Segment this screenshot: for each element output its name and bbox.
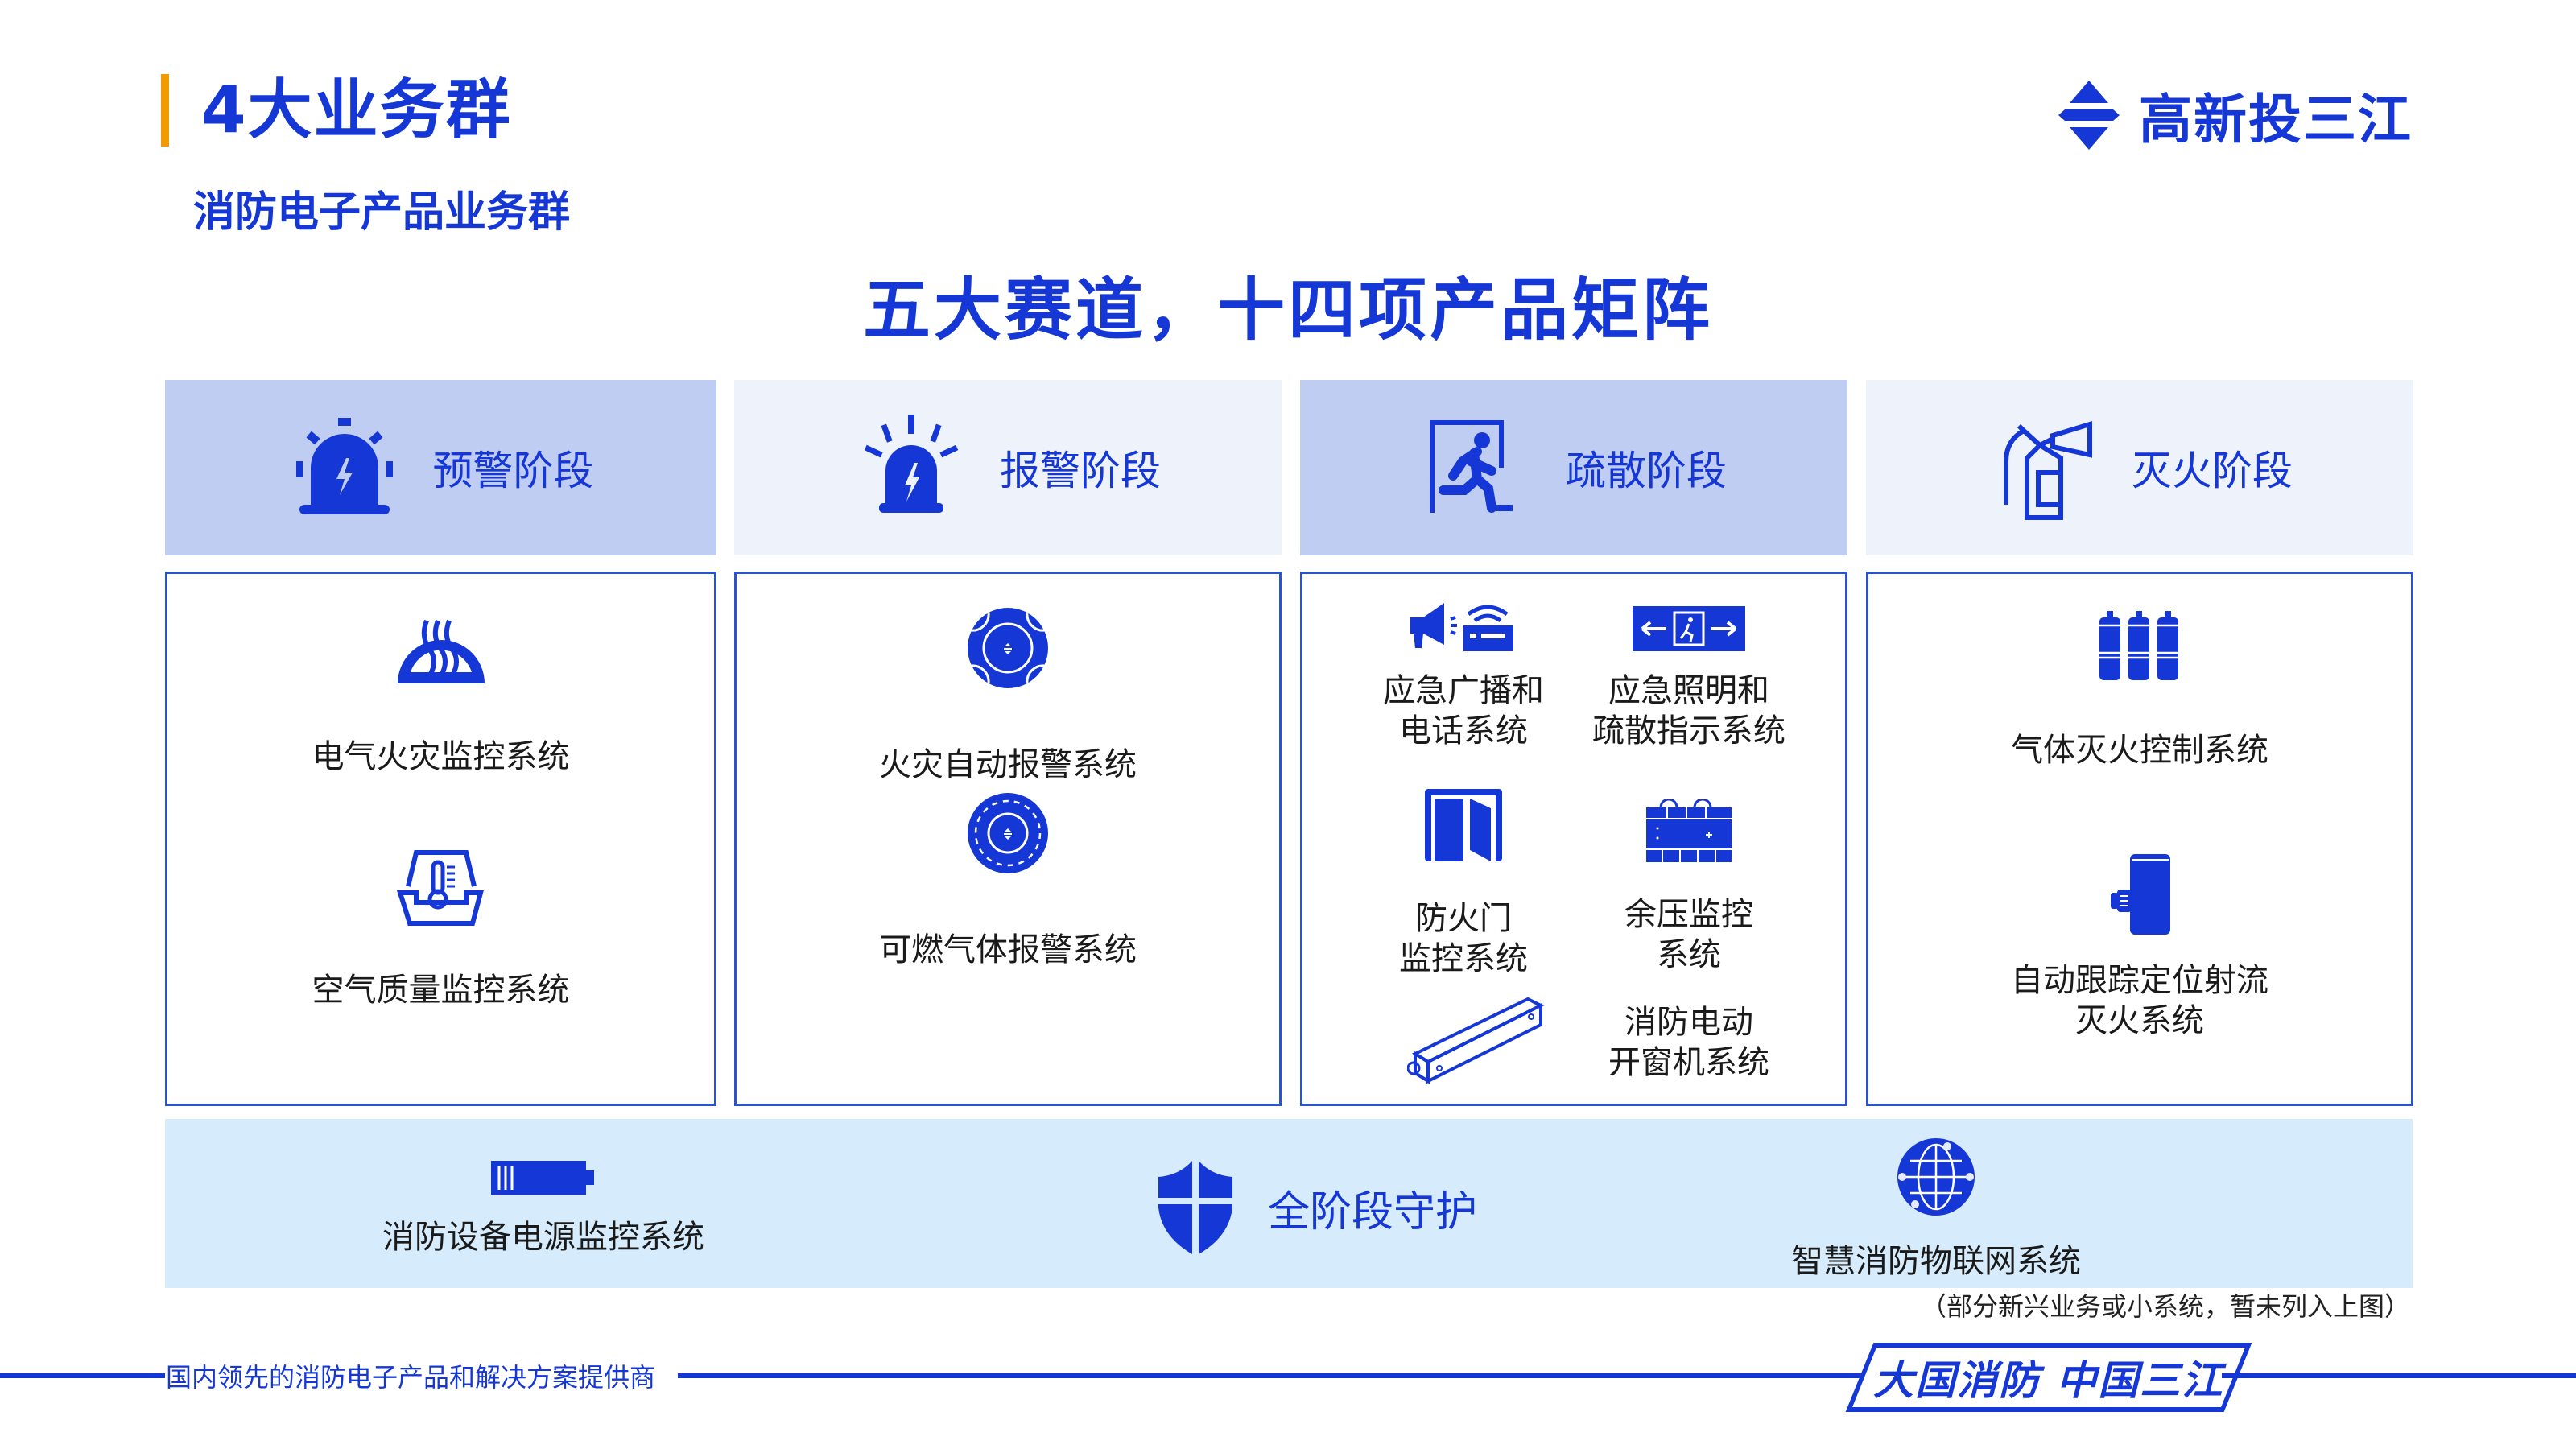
water-cannon-icon <box>2111 854 2170 935</box>
window-actuator-icon <box>1407 997 1545 1084</box>
warning-beacon-icon <box>295 418 393 514</box>
alarm-beacon-icon <box>864 415 959 513</box>
stage-label: 疏散阶段 <box>1566 448 1727 494</box>
product-name: 空气质量监控系统 <box>312 972 570 1009</box>
stage-products-alarm: 火灾自动报警系统 可燃气体报警系统 <box>734 572 1282 1106</box>
page-subtitle: 消防电子产品业务群 <box>193 188 571 237</box>
product-item: 消防电动 开窗机系统 <box>1576 1002 1802 1083</box>
fire-extinguisher-icon <box>2004 420 2092 520</box>
product-name: 电气火灾监控系统 <box>312 738 570 775</box>
gas-detector-icon <box>968 793 1048 873</box>
title-accent-bar <box>161 74 169 147</box>
stage-label: 预警阶段 <box>432 448 594 494</box>
stage-header-alarm: 报警阶段 <box>734 380 1282 555</box>
footer-tagline: 国内领先的消防电子产品和解决方案提供商 <box>166 1362 656 1393</box>
shield-icon <box>1158 1161 1232 1254</box>
footer-divider <box>678 1373 1869 1378</box>
gas-cylinders-icon <box>2099 611 2178 682</box>
broadcast-phone-icon <box>1410 603 1513 651</box>
battery-icon <box>491 1161 594 1195</box>
logo-text: 高新投三江 <box>2139 89 2413 151</box>
full-stage-label: 全阶段守护 <box>1268 1187 1478 1236</box>
company-logo: 高新投三江 <box>2057 79 2413 151</box>
thermometer-box-icon <box>396 850 484 926</box>
page-title: 4大业务群 <box>201 72 512 147</box>
exit-sign-icon <box>1633 606 1745 651</box>
product-name: 余压监控 系统 <box>1624 896 1753 973</box>
stage-products-early-warning: 电气火灾监控系统 空气质量监控系统 <box>165 572 716 1106</box>
product-item: 消防设备电源监控系统 <box>382 1159 704 1257</box>
product-name: 消防设备电源监控系统 <box>382 1219 704 1256</box>
product-item: 可燃气体报警系统 <box>737 791 1279 970</box>
product-name: 应急广播和 电话系统 <box>1383 672 1544 749</box>
product-item: 应急照明和 疏散指示系统 <box>1568 606 1810 751</box>
product-name: 消防电动 开窗机系统 <box>1608 1004 1769 1081</box>
product-name: 火灾自动报警系统 <box>879 746 1137 783</box>
exit-running-man-icon <box>1430 420 1513 513</box>
product-item: 防火门 监控系统 <box>1351 787 1576 979</box>
product-name: 可燃气体报警系统 <box>879 931 1137 968</box>
product-name: 应急照明和 疏散指示系统 <box>1592 672 1785 749</box>
product-item: 气体灭火控制系统 <box>1868 609 2411 770</box>
fire-door-icon <box>1425 789 1502 861</box>
iot-globe-icon <box>1897 1138 1975 1216</box>
stage-header-extinguish: 灭火阶段 <box>1866 380 2413 555</box>
product-name: 气体灭火控制系统 <box>2011 732 2268 769</box>
product-item <box>1407 985 1552 1089</box>
pressure-monitor-icon <box>1646 799 1732 862</box>
product-item: 余压监控 系统 <box>1568 799 1810 975</box>
product-item: 空气质量监控系统 <box>167 848 714 1010</box>
product-name: 防火门 监控系统 <box>1399 900 1528 977</box>
full-stage-label-group: 全阶段守护 <box>1155 1159 1477 1256</box>
footnote: （部分新兴业务或小系统，暂未列入上图） <box>1920 1291 2410 1322</box>
product-item: 电气火灾监控系统 <box>167 614 714 777</box>
product-item: 自动跟踪定位射流 灭火系统 <box>1868 854 2411 1041</box>
stage-header-early-warning: 预警阶段 <box>165 380 716 555</box>
footer-slogan: 大国消防 中国三江 <box>1873 1357 2224 1404</box>
section-heading: 五大赛道，十四项产品矩阵 <box>862 270 1713 349</box>
product-item: 应急广播和 电话系统 <box>1351 598 1576 751</box>
stage-products-evacuation: 应急广播和 电话系统 应急照明和 疏散指示系统 防火门 监控系统 <box>1300 572 1847 1106</box>
product-item: 智慧消防物联网系统 <box>1791 1135 2081 1282</box>
smoke-detector-icon <box>968 608 1048 688</box>
footer-slogan-badge: 大国消防 中国三江 <box>1845 1343 2252 1412</box>
product-name: 自动跟踪定位射流 灭火系统 <box>2011 962 2268 1039</box>
stage-header-evacuation: 疏散阶段 <box>1300 380 1847 555</box>
product-item: 火灾自动报警系统 <box>737 606 1279 785</box>
full-stage-band: 消防设备电源监控系统 全阶段守护 智慧消防物联网系统 <box>165 1119 2413 1288</box>
logo-diamond-icon <box>2057 79 2121 151</box>
footer-divider <box>2222 1373 2576 1378</box>
product-name: 智慧消防物联网系统 <box>1791 1243 2081 1280</box>
stage-label: 报警阶段 <box>1000 448 1161 494</box>
electrical-fire-icon <box>397 619 485 683</box>
stage-label: 灭火阶段 <box>2132 448 2293 494</box>
stage-products-extinguish: 气体灭火控制系统 自动跟踪定位射流 灭火系统 <box>1866 572 2413 1106</box>
footer-divider <box>0 1373 165 1378</box>
